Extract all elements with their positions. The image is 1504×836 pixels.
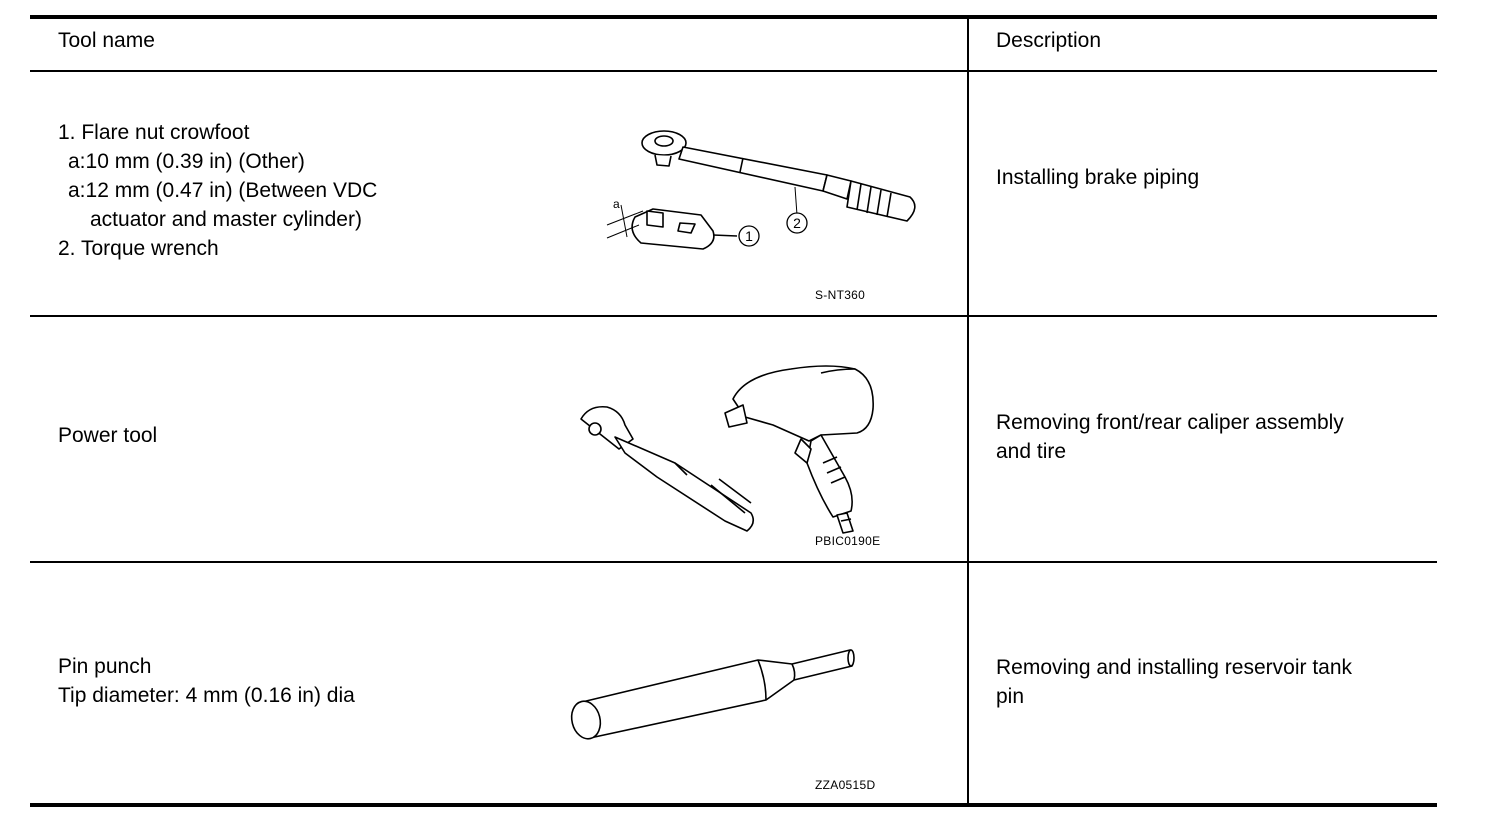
description-line: Installing brake piping — [996, 166, 1200, 189]
description-line: Removing front/rear caliper assembly — [996, 411, 1344, 434]
table-row-1-tool-name: 1. Flare nut crowfoot a:10 mm (0.39 in) … — [58, 118, 377, 263]
table-top-rule — [30, 15, 1437, 19]
tool-line: a:12 mm (0.47 in) (Between VDC — [68, 179, 378, 202]
tool-line: 1. Flare nut crowfoot — [58, 121, 250, 144]
tool-line: a:10 mm (0.39 in) (Other) — [68, 150, 305, 173]
power-tool-illustration — [580, 365, 874, 534]
tools-table: Tool name Description 1. Flare nut crowf… — [30, 15, 1437, 807]
figure-code: S-NT360 — [815, 288, 866, 302]
table-row-1-description: Installing brake piping — [996, 163, 1199, 192]
tool-line: actuator and master cylinder) — [90, 208, 362, 231]
callout-1: 1 — [745, 228, 753, 244]
callout-a: a — [613, 197, 620, 211]
table-bottom-rule — [30, 803, 1437, 807]
header-description: Description — [996, 29, 1102, 52]
table-row-3-tool-name: Pin punch Tip diameter: 4 mm (0.16 in) d… — [58, 652, 355, 710]
table-row-3-description: Removing and installing reservoir tank p… — [996, 653, 1352, 711]
row-divider-2 — [30, 561, 1437, 563]
description-line: pin — [996, 685, 1025, 708]
column-divider — [967, 17, 969, 805]
pin-punch-illustration — [570, 649, 855, 740]
tool-line: Pin punch — [58, 655, 152, 678]
table-row-2-tool-name: Power tool — [58, 421, 157, 450]
figure-code: PBIC0190E — [815, 534, 881, 548]
figure-code: ZZA0515D — [815, 778, 876, 792]
callout-2: 2 — [793, 215, 801, 231]
description-line: Removing and installing reservoir tank — [996, 656, 1353, 679]
header-tool-name: Tool name — [58, 29, 155, 52]
table-row-2-description: Removing front/rear caliper assembly and… — [996, 408, 1344, 466]
description-line: and tire — [996, 440, 1067, 463]
tool-line: 2. Torque wrench — [58, 237, 219, 260]
tool-line: Power tool — [58, 424, 158, 447]
crowfoot-torque-wrench-illustration: a 1 2 — [606, 130, 916, 250]
header-divider — [30, 70, 1437, 72]
row-divider-1 — [30, 315, 1437, 317]
tool-line: Tip diameter: 4 mm (0.16 in) dia — [58, 684, 355, 707]
